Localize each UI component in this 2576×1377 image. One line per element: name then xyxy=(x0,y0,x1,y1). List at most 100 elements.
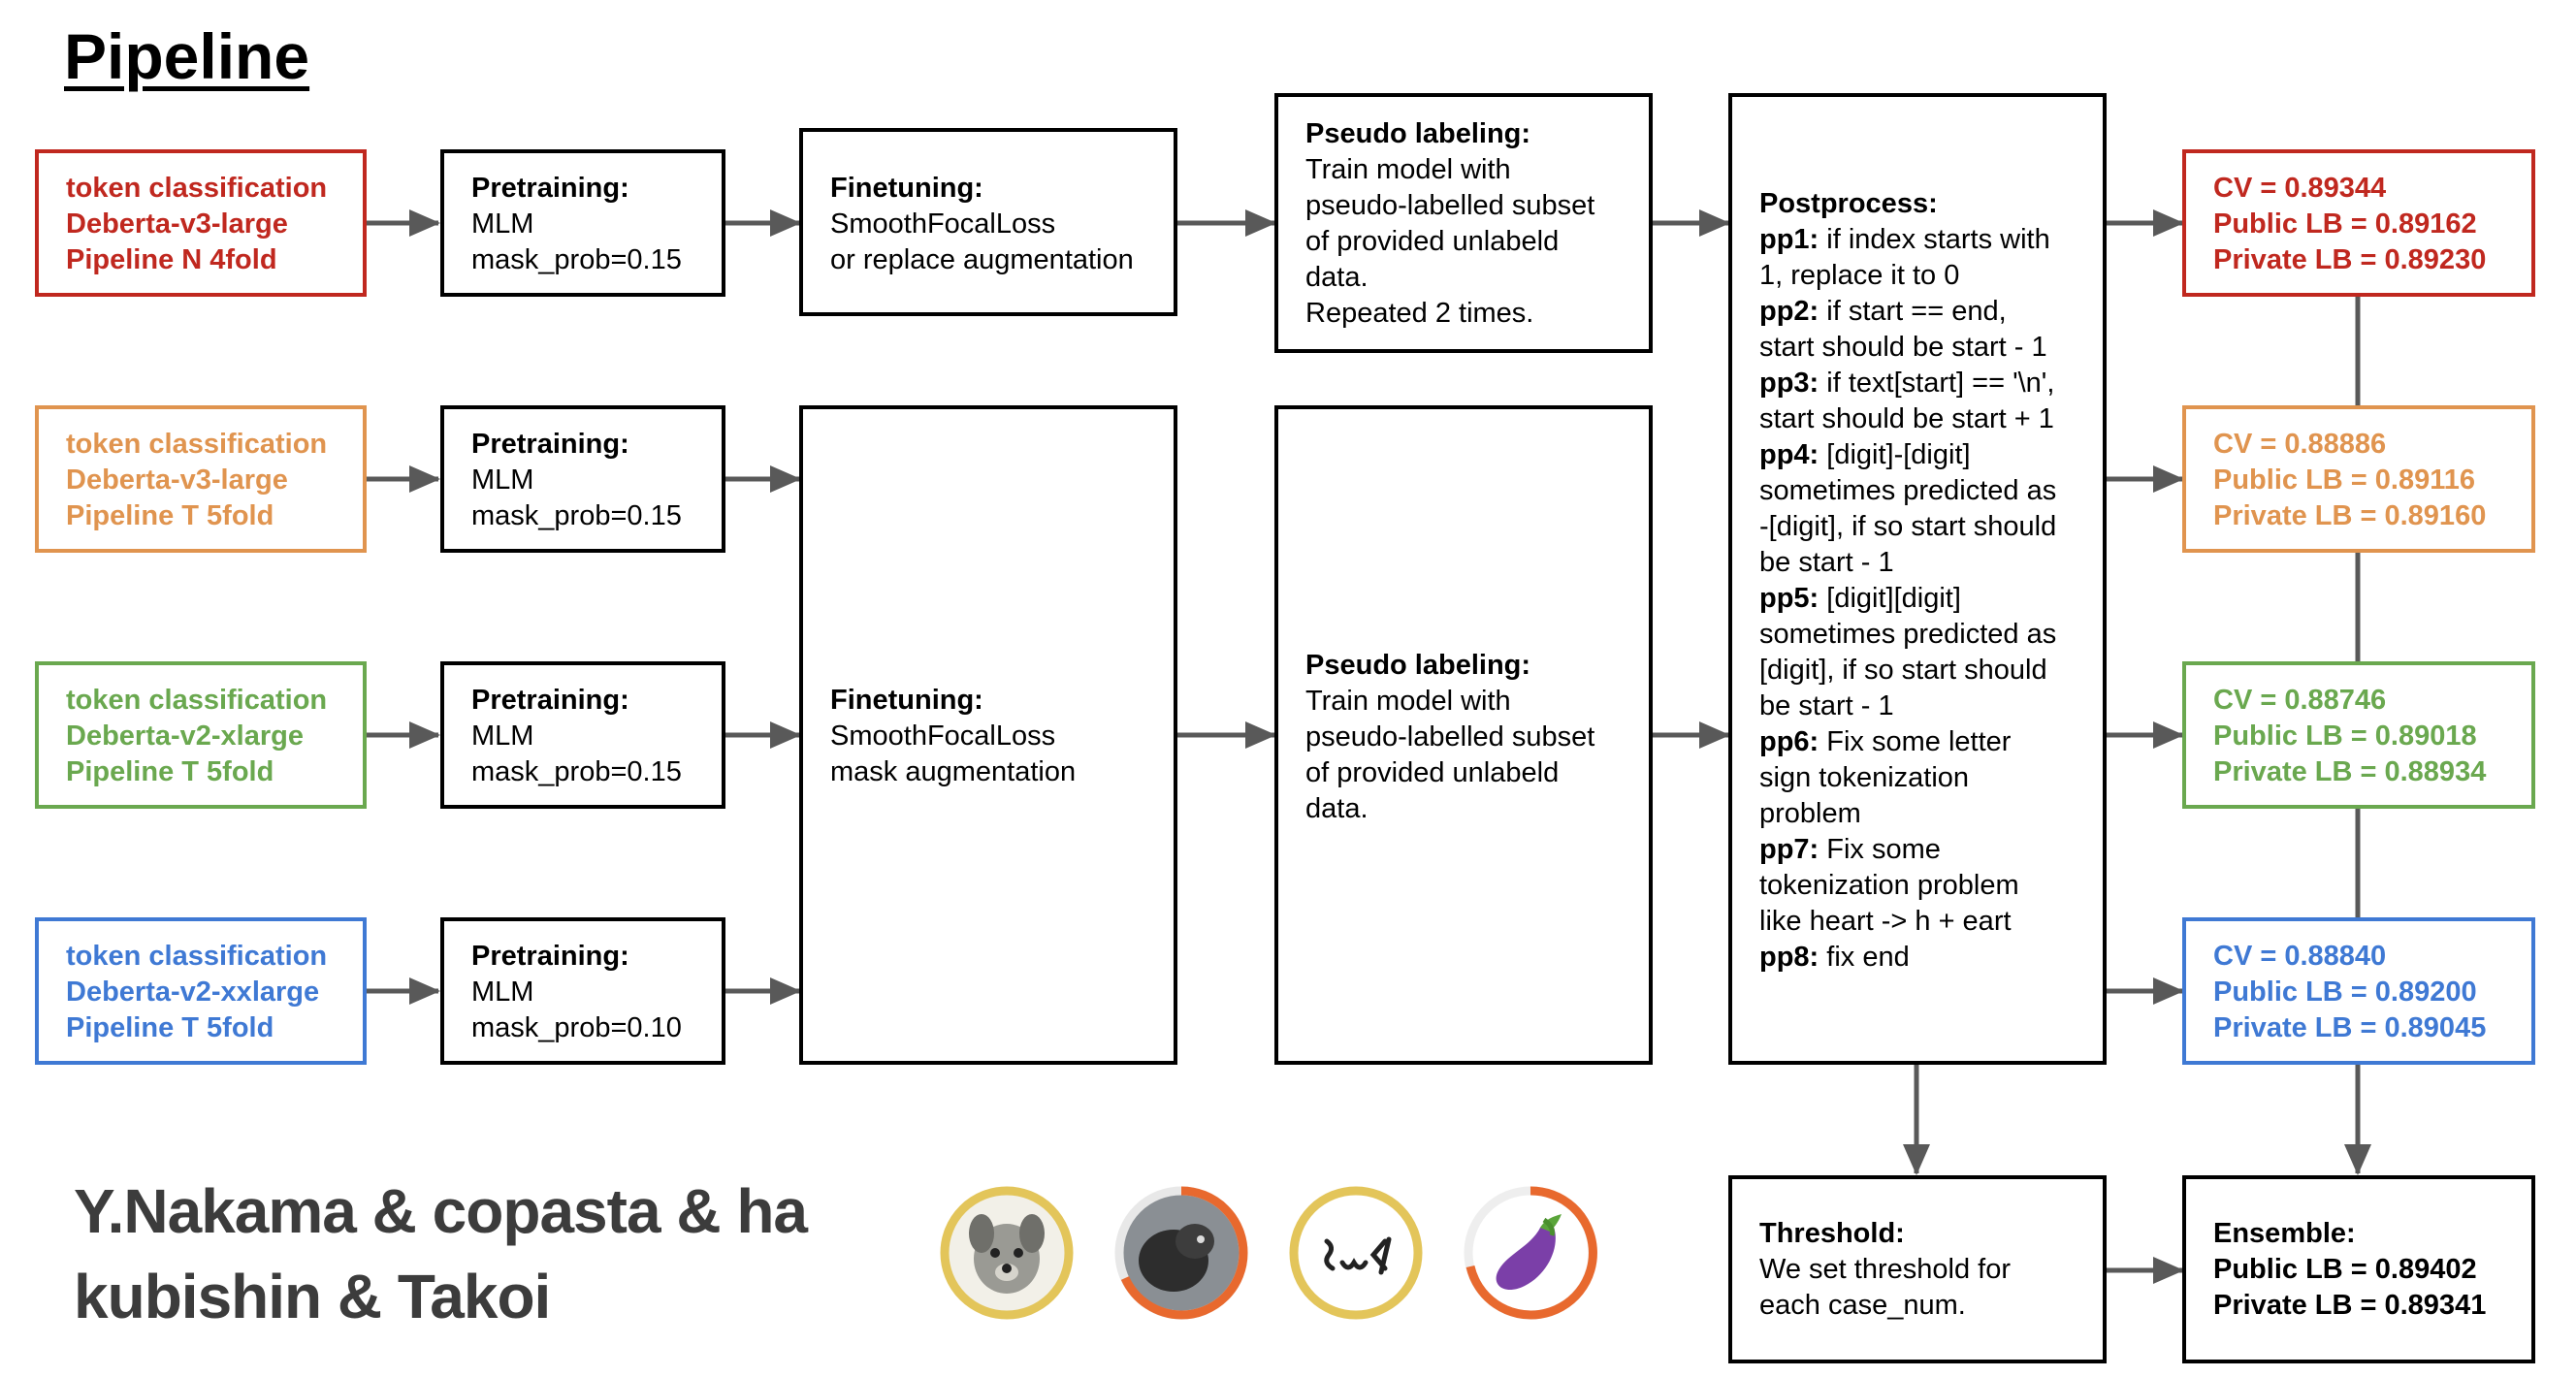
pretraining-box-2: Pretraining: MLM mask_prob=0.15 xyxy=(440,405,725,553)
pp4-tag: pp4: xyxy=(1759,439,1819,470)
pseudo-line: Train model with xyxy=(1305,686,1511,717)
pp5-text: [digit][digit] xyxy=(1819,583,1961,614)
pretraining-line: mask_prob=0.10 xyxy=(471,1012,682,1043)
pp4-cont: sometimes predicted as xyxy=(1759,475,2057,506)
result-box-2: CV = 0.88886 Public LB = 0.89116 Private… xyxy=(2182,405,2535,553)
pp7-tag: pp7: xyxy=(1759,834,1819,865)
pp1-cont: 1, replace it to 0 xyxy=(1759,260,1960,291)
pp1-text: if index starts with xyxy=(1819,224,2050,255)
pretraining-heading: Pretraining: xyxy=(471,173,629,204)
finetuning-heading: Finetuning: xyxy=(830,173,983,204)
pp5-cont: [digit], if so start should xyxy=(1759,655,2047,686)
pp3-cont: start should be start + 1 xyxy=(1759,403,2054,434)
finetuning-line: or replace augmentation xyxy=(830,244,1134,275)
pp6-cont: problem xyxy=(1759,798,1861,829)
pseudo-line: Train model with xyxy=(1305,154,1511,185)
pseudo-line: data. xyxy=(1305,793,1368,824)
result-line: Private LB = 0.88934 xyxy=(2213,756,2487,787)
threshold-heading: Threshold: xyxy=(1759,1218,1905,1249)
result-line: Public LB = 0.89200 xyxy=(2213,977,2477,1008)
pp7-text: Fix some xyxy=(1819,834,1941,865)
finetuning-heading: Finetuning: xyxy=(830,685,983,716)
threshold-line: We set threshold for xyxy=(1759,1254,2011,1285)
pretraining-line: MLM xyxy=(471,464,534,496)
result-line: Public LB = 0.89162 xyxy=(2213,208,2477,240)
input-box-3: token classification Deberta-v2-xlarge P… xyxy=(35,661,367,809)
pp4-line: pp4: [digit]-[digit] xyxy=(1759,437,2093,473)
ensemble-line: Private LB = 0.89341 xyxy=(2213,1290,2487,1321)
pp7-line: pp7: Fix some xyxy=(1759,832,2093,868)
input-box-2: token classification Deberta-v3-large Pi… xyxy=(35,405,367,553)
pseudo-heading: Pseudo labeling: xyxy=(1305,118,1531,149)
pseudo-labeling-box-top: Pseudo labeling: Train model with pseudo… xyxy=(1274,93,1653,353)
pp2-line: pp2: if start == end, xyxy=(1759,294,2093,330)
pp8-text: fix end xyxy=(1819,942,1910,973)
result-line: CV = 0.88746 xyxy=(2213,685,2387,716)
pp4-text: [digit]-[digit] xyxy=(1819,439,1971,470)
team-line-2: kubishin & Takoi xyxy=(74,1262,551,1331)
ensemble-heading: Ensemble: xyxy=(2213,1218,2356,1249)
pp6-line: pp6: Fix some letter xyxy=(1759,724,2093,760)
pp8-tag: pp8: xyxy=(1759,942,1819,973)
pretraining-heading: Pretraining: xyxy=(471,429,629,460)
input-line: Deberta-v2-xxlarge xyxy=(66,977,320,1008)
pp3-text: if text[start] == '\n', xyxy=(1819,368,2055,399)
pp5-tag: pp5: xyxy=(1759,583,1819,614)
input-line: Pipeline T 5fold xyxy=(66,500,274,531)
pseudo-line: Repeated 2 times. xyxy=(1305,298,1534,329)
ensemble-line: Public LB = 0.89402 xyxy=(2213,1254,2477,1285)
pretraining-box-1: Pretraining: MLM mask_prob=0.15 xyxy=(440,149,725,297)
result-line: CV = 0.88840 xyxy=(2213,941,2387,972)
postprocess-heading: Postprocess: xyxy=(1759,188,1938,219)
input-line: token classification xyxy=(66,429,328,460)
input-line: Deberta-v3-large xyxy=(66,464,288,496)
pseudo-line: of provided unlabeld xyxy=(1305,226,1560,257)
pretraining-line: mask_prob=0.15 xyxy=(471,756,682,787)
result-line: Private LB = 0.89045 xyxy=(2213,1012,2487,1043)
finetuning-line: SmoothFocalLoss xyxy=(830,721,1056,752)
pretraining-line: MLM xyxy=(471,208,534,240)
pp1-line: pp1: if index starts with xyxy=(1759,222,2093,258)
pp2-tag: pp2: xyxy=(1759,296,1819,327)
pp6-text: Fix some letter xyxy=(1819,726,2012,757)
finetuning-line: SmoothFocalLoss xyxy=(830,208,1056,240)
pretraining-box-4: Pretraining: MLM mask_prob=0.10 xyxy=(440,917,725,1065)
pp6-tag: pp6: xyxy=(1759,726,1819,757)
result-line: CV = 0.88886 xyxy=(2213,429,2387,460)
pp4-cont: -[digit], if so start should xyxy=(1759,511,2057,542)
pretraining-heading: Pretraining: xyxy=(471,941,629,972)
animal-photo-avatar-icon xyxy=(1114,1186,1248,1320)
result-box-4: CV = 0.88840 Public LB = 0.89200 Private… xyxy=(2182,917,2535,1065)
pretraining-heading: Pretraining: xyxy=(471,685,629,716)
team-line-1: Y.Nakama & copasta & ha xyxy=(74,1176,808,1246)
pretraining-line: mask_prob=0.15 xyxy=(471,500,682,531)
pseudo-line: of provided unlabeld xyxy=(1305,757,1560,788)
pseudo-line: data. xyxy=(1305,262,1368,293)
dog-avatar-icon xyxy=(940,1186,1074,1320)
result-line: Private LB = 0.89160 xyxy=(2213,500,2487,531)
pp5-cont: be start - 1 xyxy=(1759,690,1894,721)
pp1-tag: pp1: xyxy=(1759,224,1819,255)
pp6-cont: sign tokenization xyxy=(1759,762,1970,793)
postprocess-box: Postprocess: pp1: if index starts with 1… xyxy=(1728,93,2107,1065)
pp7-cont: tokenization problem xyxy=(1759,870,2019,901)
input-line: Pipeline T 5fold xyxy=(66,756,274,787)
pretraining-box-3: Pretraining: MLM mask_prob=0.15 xyxy=(440,661,725,809)
result-box-1: CV = 0.89344 Public LB = 0.89162 Private… xyxy=(2182,149,2535,297)
page-title: Pipeline xyxy=(64,20,310,92)
input-line: Deberta-v3-large xyxy=(66,208,288,240)
team-names: Y.Nakama & copasta & ha kubishin & Takoi xyxy=(74,1169,808,1339)
pp7-cont: like heart -> h + eart xyxy=(1759,906,2012,937)
pretraining-line: MLM xyxy=(471,977,534,1008)
result-box-3: CV = 0.88746 Public LB = 0.89018 Private… xyxy=(2182,661,2535,809)
pretraining-line: MLM xyxy=(471,721,534,752)
input-line: Pipeline N 4fold xyxy=(66,244,277,275)
input-line: token classification xyxy=(66,685,328,716)
pseudo-labeling-box-bottom: Pseudo labeling: Train model with pseudo… xyxy=(1274,405,1653,1065)
input-line: token classification xyxy=(66,941,328,972)
finetuning-line: mask augmentation xyxy=(830,756,1077,787)
pseudo-line: pseudo-labelled subset xyxy=(1305,721,1595,753)
pp4-cont: be start - 1 xyxy=(1759,547,1894,578)
pp5-cont: sometimes predicted as xyxy=(1759,619,2057,650)
